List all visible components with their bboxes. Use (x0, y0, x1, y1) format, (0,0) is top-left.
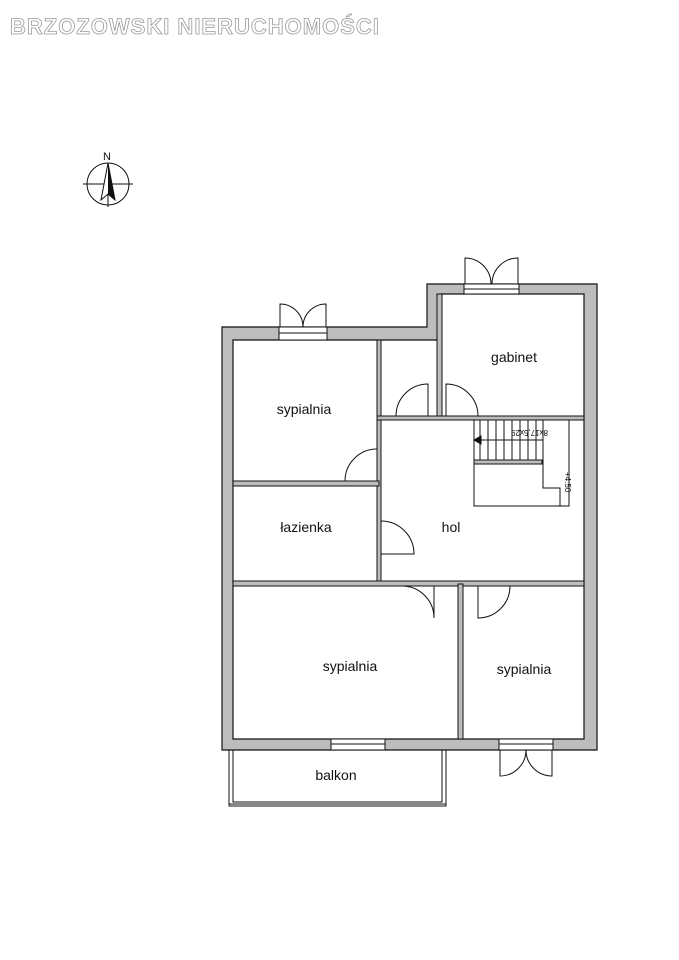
exterior-wall (221, 283, 598, 751)
exterior-swing-icons (279, 257, 553, 777)
north-label: N (103, 151, 111, 163)
room-label-hall: hol (442, 519, 461, 535)
balcony (228, 749, 447, 807)
watermark-text: BRZOZOWSKI NIERUCHOMOŚCI (10, 14, 380, 39)
room-label-bedroom-bottom-right: sypialnia (497, 661, 552, 677)
room-label-balcony: balkon (315, 767, 356, 783)
north-compass-icon: N (83, 151, 133, 207)
staircase (472, 419, 570, 507)
interior-walls (232, 293, 585, 740)
room-label-bedroom-bottom-left: sypialnia (323, 658, 378, 674)
stairs-height-label: +4.50 (563, 472, 572, 493)
room-label-gabinet: gabinet (491, 349, 537, 365)
interior-door-icons (344, 383, 511, 619)
stairs-steps-label: 8x17,5x29 (511, 428, 548, 437)
room-label-bathroom: łazienka (280, 519, 332, 535)
room-label-bedroom-top-left: sypialnia (277, 401, 332, 417)
